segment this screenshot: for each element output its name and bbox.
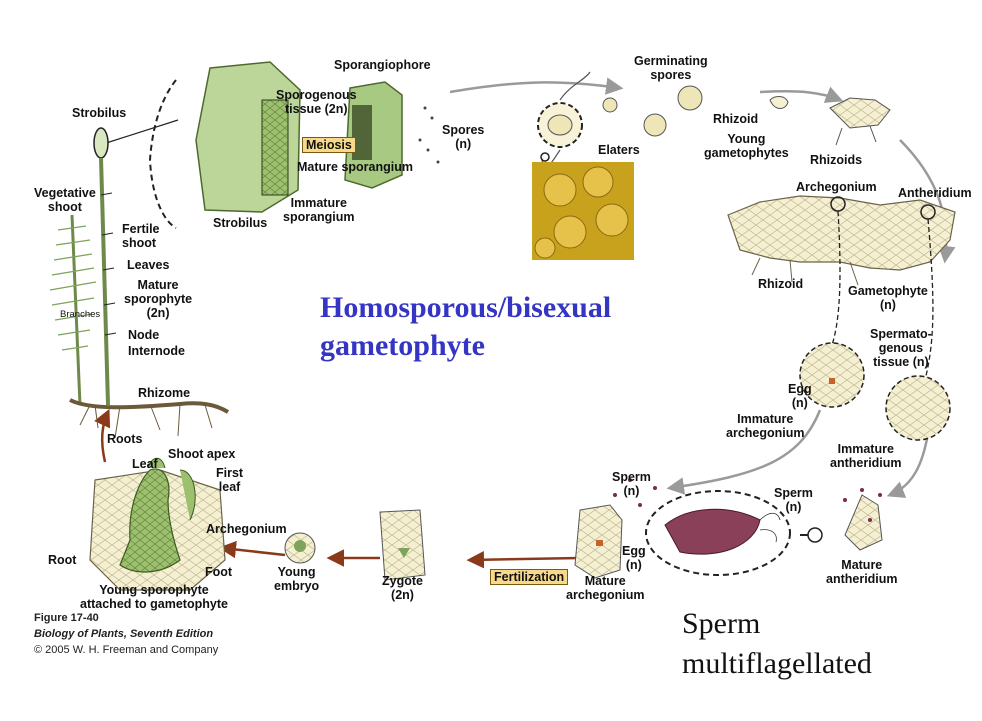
fertilization-drawings bbox=[284, 504, 623, 581]
sperm-inset bbox=[613, 478, 823, 576]
fertile-shoot-stem bbox=[99, 157, 110, 406]
figure-number: Figure 17-40 bbox=[34, 612, 99, 624]
label-elaters: Elaters bbox=[598, 143, 640, 157]
label-antheridium: Antheridium bbox=[898, 186, 972, 200]
arrow-to-young-gametophytes bbox=[759, 86, 844, 103]
vegetative-shoot-stem bbox=[70, 214, 82, 406]
copyright: © 2005 W. H. Freeman and Company bbox=[34, 644, 219, 656]
immature-archegonium-circle bbox=[799, 342, 865, 408]
arrow-to-mature-sporophyte bbox=[94, 408, 111, 463]
book-title: Biology of Plants, Seventh Edition bbox=[34, 628, 214, 640]
label-egg-bottom: Egg(n) bbox=[622, 544, 646, 572]
arrow-fertilization bbox=[466, 550, 581, 569]
label-rhizoid-bottom: Rhizoid bbox=[758, 277, 804, 291]
gametophyte-drawing bbox=[727, 195, 956, 551]
label-branches: Branches bbox=[60, 309, 101, 320]
label-shoot-apex: Shoot apex bbox=[168, 447, 236, 461]
label-root: Root bbox=[48, 553, 77, 567]
diagram-title-line1: Homosporous/bisexual bbox=[320, 291, 612, 324]
young-gametophyte-drawings bbox=[769, 96, 891, 146]
label-egg-top: Egg(n) bbox=[788, 382, 812, 410]
arrow-to-mature-archegonium bbox=[666, 409, 822, 495]
diagram-title-line2: gametophyte bbox=[320, 329, 485, 362]
label-strobilus-top: Strobilus bbox=[72, 106, 127, 120]
zoom-arc bbox=[148, 79, 177, 229]
label-archegonium-bottom: Archegonium bbox=[206, 522, 287, 536]
label-sperm-right: Sperm(n) bbox=[774, 486, 813, 514]
arrow-to-gametophyte bbox=[899, 139, 956, 264]
label-zygote: Zygote(2n) bbox=[382, 574, 423, 602]
young-sporophyte-drawing bbox=[89, 457, 226, 591]
strobilus-section-drawing bbox=[195, 61, 440, 213]
arrow-embryo-to-sporophyte bbox=[218, 540, 286, 559]
mature-sporophyte-drawing bbox=[49, 79, 230, 439]
sperm-note-line1: Sperm bbox=[682, 607, 761, 640]
spore-drawings bbox=[532, 71, 703, 260]
label-roots: Roots bbox=[107, 432, 143, 446]
label-rhizoid-top: Rhizoid bbox=[713, 112, 759, 126]
label-strobilus-bottom: Strobilus bbox=[213, 216, 268, 230]
rhizome-stem bbox=[69, 398, 230, 414]
label-rhizoids: Rhizoids bbox=[810, 153, 863, 167]
strobilus-cone bbox=[93, 127, 109, 159]
label-archegonium-top: Archegonium bbox=[796, 180, 877, 194]
label-mature-sporangium: Mature sporangium bbox=[297, 160, 413, 174]
label-meiosis: Meiosis bbox=[302, 137, 356, 153]
label-foot: Foot bbox=[205, 565, 233, 579]
label-spores: Spores(n) bbox=[442, 123, 485, 151]
label-leaf: Leaf bbox=[132, 457, 158, 471]
label-gametophyte: Gametophyte(n) bbox=[848, 284, 928, 312]
label-leaves: Leaves bbox=[127, 258, 170, 272]
label-sperm-left: Sperm(n) bbox=[612, 470, 651, 498]
immature-antheridium-circle bbox=[885, 375, 951, 441]
arrow-spores-to-germination bbox=[449, 77, 624, 95]
sperm-note-line2: multiflagellated bbox=[682, 647, 872, 680]
label-internode: Internode bbox=[128, 344, 185, 358]
label-node: Node bbox=[128, 328, 160, 342]
label-fertilization: Fertilization bbox=[490, 569, 569, 585]
label-sporangiophore: Sporangiophore bbox=[334, 58, 431, 72]
label-rhizome: Rhizome bbox=[138, 386, 191, 400]
